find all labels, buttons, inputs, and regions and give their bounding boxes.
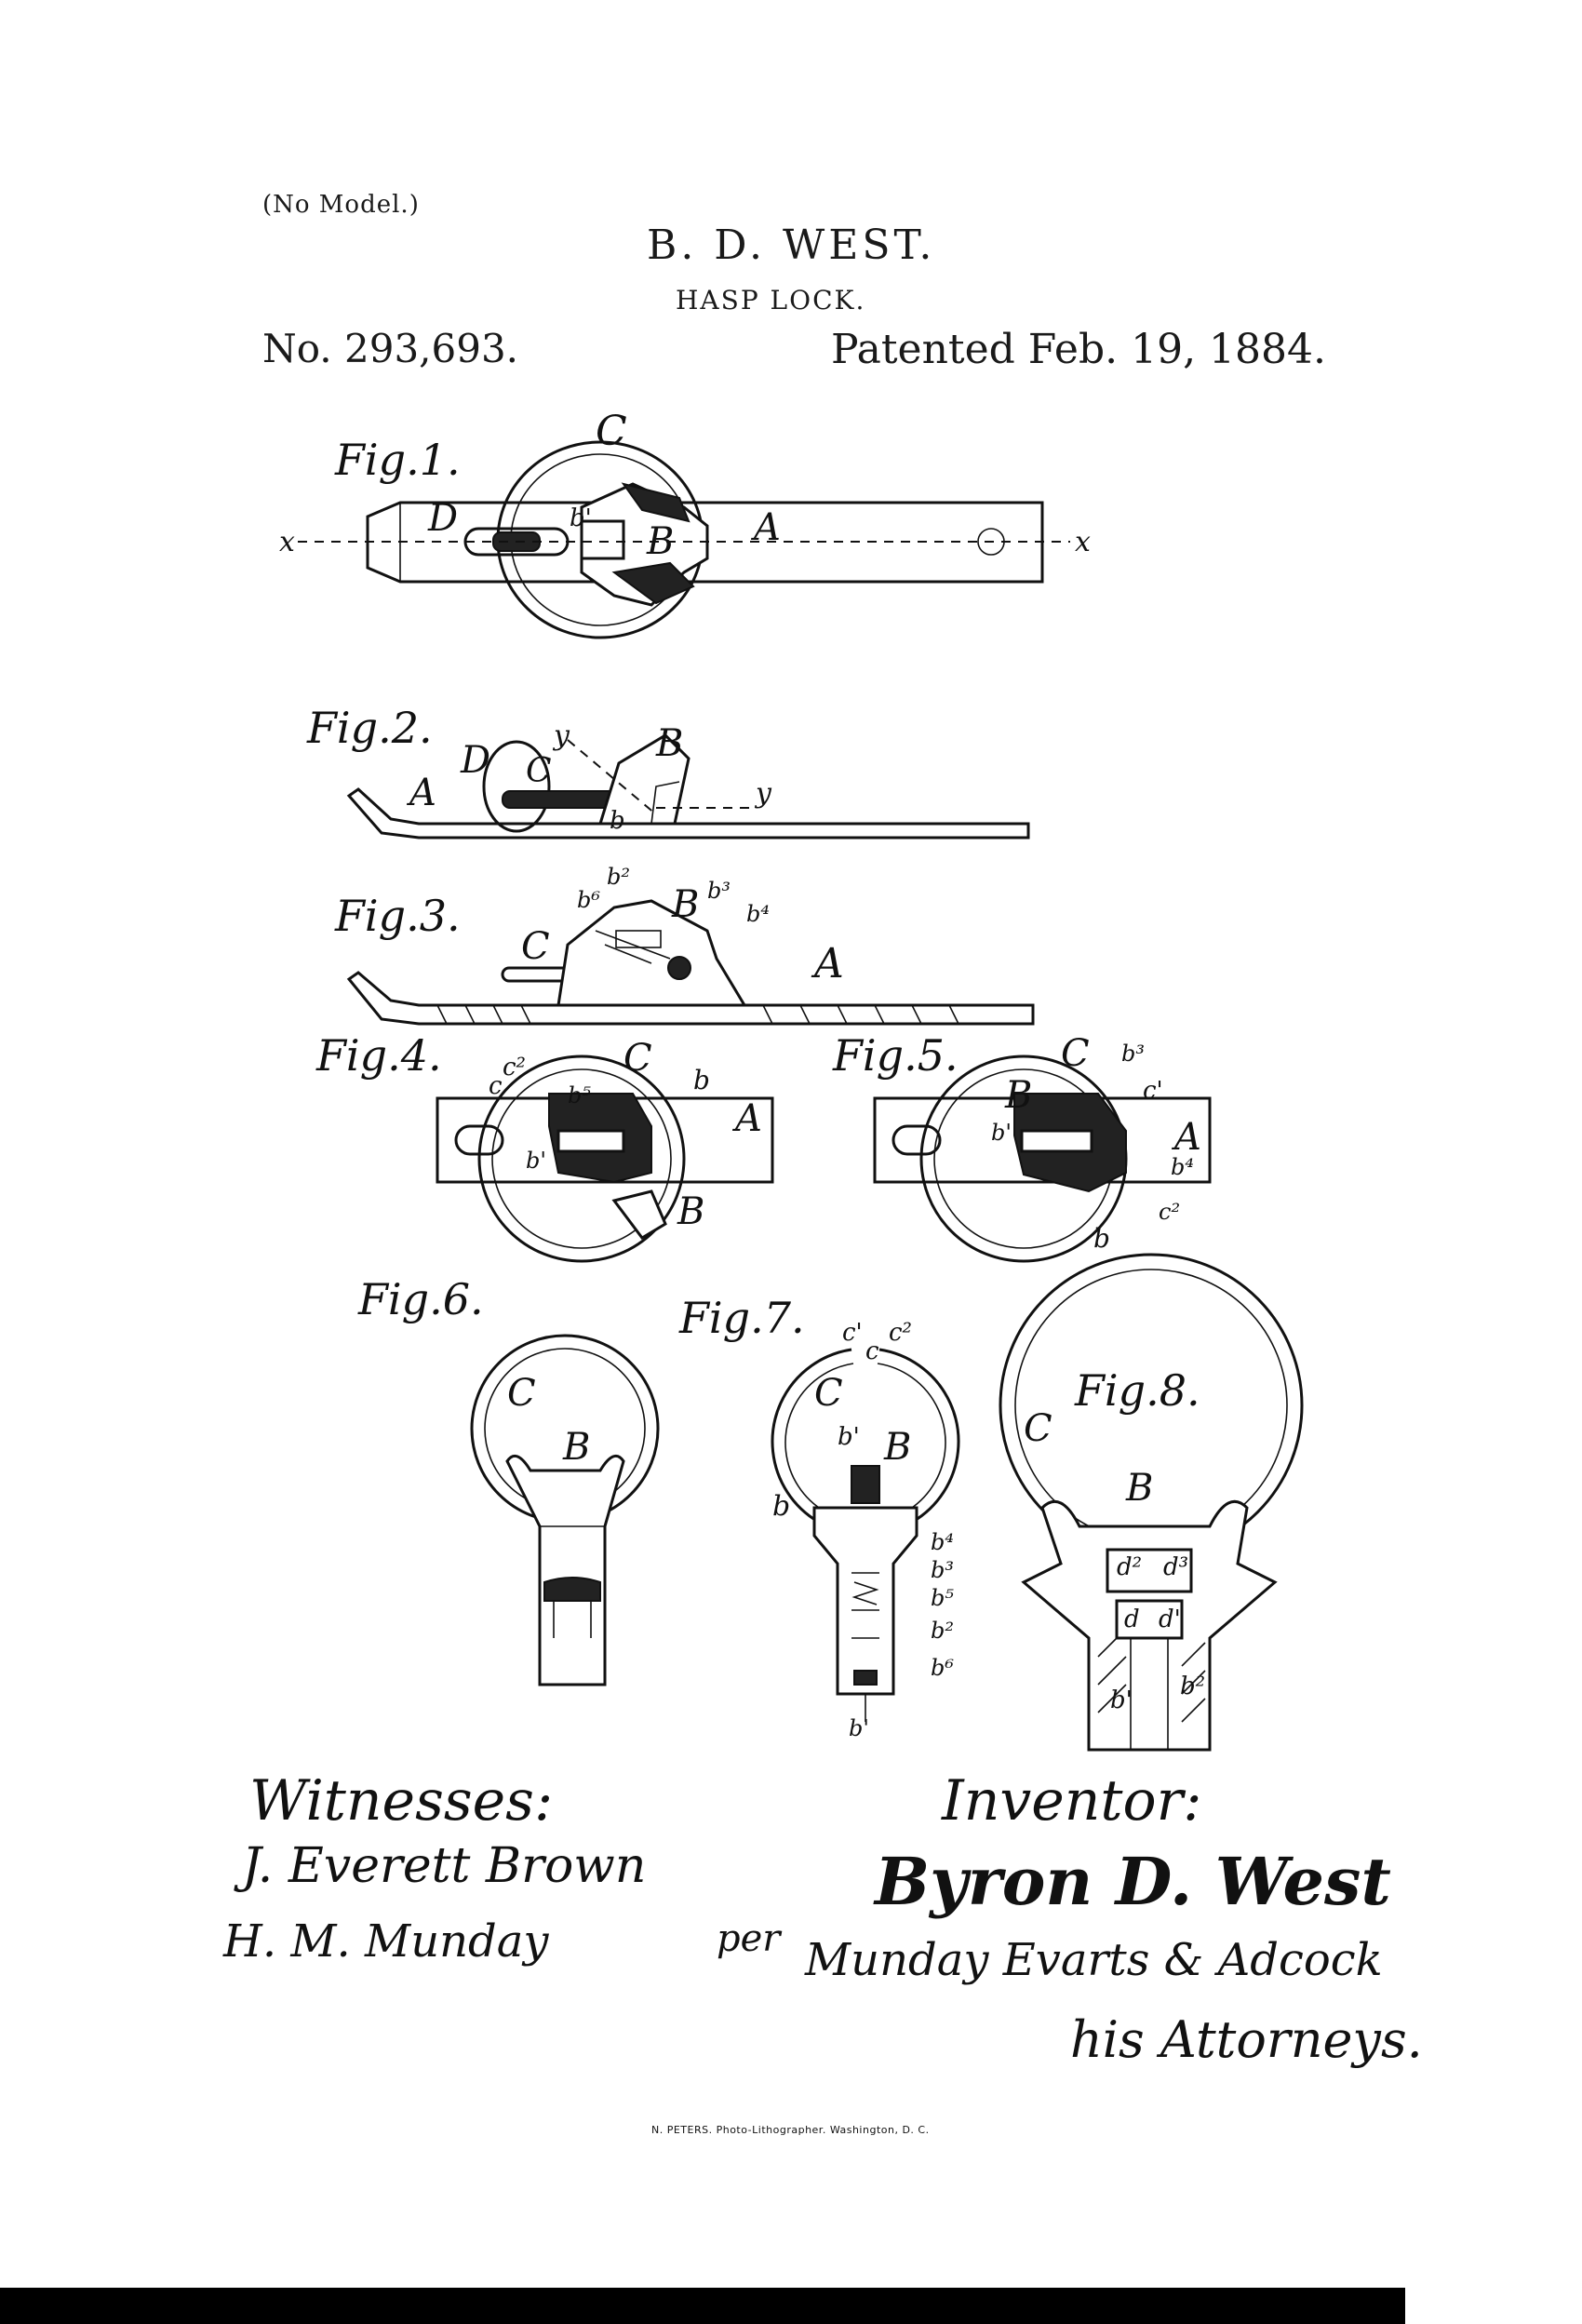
- label-b2: b²: [607, 864, 630, 890]
- figure-5: Fig.5. C b³ B c' b' A b⁴ c² b: [832, 1030, 1212, 1263]
- label-b1: b': [838, 1423, 860, 1451]
- label-B: B: [562, 1426, 590, 1469]
- label-C: C: [1024, 1407, 1052, 1450]
- label-c2: c²: [503, 1054, 526, 1081]
- figure-5-label: Fig.5.: [832, 1030, 959, 1081]
- figure-7: Fig.7. c' c c² C b' B b b⁴ b³ b⁵ b² b⁶ b…: [678, 1293, 960, 1741]
- printer-credit: N. PETERS. Photo-Lithographer. Washingto…: [651, 2124, 930, 2136]
- label-b3: b³: [931, 1557, 954, 1583]
- label-A: A: [731, 1097, 762, 1140]
- label-b1: b': [1110, 1686, 1133, 1714]
- figure-8-label: Fig.8.: [1074, 1365, 1200, 1416]
- label-c: c: [489, 1072, 503, 1100]
- label-b: b: [772, 1490, 790, 1523]
- label-c1: c': [1143, 1077, 1163, 1105]
- label-C: C: [507, 1372, 536, 1415]
- figure-4: Fig.4. c² c C b⁵ b A b' B: [315, 1030, 774, 1263]
- label-A: A: [750, 506, 781, 549]
- label-b1: b': [526, 1148, 546, 1174]
- figure-3-label: Fig.3.: [334, 891, 461, 941]
- label-b: b: [1093, 1223, 1110, 1254]
- figure-3: Fig.3. C b⁶ b² B b³ b⁴ A: [334, 864, 1035, 1026]
- label-d2: d²: [1117, 1553, 1142, 1581]
- figure-2-label: Fig.2.: [306, 703, 433, 753]
- label-b6: b⁶: [931, 1655, 954, 1681]
- label-b1: b': [570, 504, 592, 532]
- figure-6: Fig.6. C B: [357, 1274, 660, 1686]
- inventor-signature: Byron D. West: [875, 1843, 1391, 1920]
- label-B: B: [655, 722, 683, 765]
- label-b5: b⁵: [568, 1082, 591, 1108]
- label-D: D: [460, 739, 490, 782]
- label-b3: b³: [1121, 1041, 1145, 1067]
- label-C: C: [596, 408, 627, 455]
- scan-border: [0, 2288, 1405, 2324]
- inventor-label: Inventor:: [942, 1768, 1202, 1834]
- figure-6-label: Fig.6.: [357, 1274, 484, 1324]
- figure-7-label: Fig.7.: [678, 1293, 805, 1343]
- patent-date: Patented Feb. 19, 1884.: [831, 326, 1327, 373]
- label-b4: b⁴: [746, 901, 770, 927]
- label-b1: b': [991, 1120, 1012, 1146]
- label-c1: c': [842, 1319, 863, 1347]
- label-B: B: [1125, 1467, 1153, 1510]
- figure-2: Fig.2. A D C y B b y: [306, 703, 1030, 840]
- inventor-name: B. D. WEST.: [647, 222, 936, 269]
- label-B: B: [671, 883, 699, 926]
- figure-8: Fig.8. C B d² d³ d d' b' b²: [999, 1253, 1304, 1752]
- label-b4: b⁴: [1171, 1154, 1194, 1180]
- label-b3: b³: [707, 878, 731, 904]
- label-A: A: [1171, 1116, 1201, 1159]
- label-d1: d': [1159, 1605, 1181, 1633]
- figure-1-label: Fig.1.: [334, 435, 461, 485]
- label-c2: c²: [1159, 1199, 1180, 1225]
- label-B: B: [883, 1426, 911, 1469]
- label-c2: c²: [889, 1319, 912, 1347]
- label-C: C: [521, 925, 550, 968]
- label-C: C: [526, 752, 552, 790]
- label-B: B: [646, 520, 674, 563]
- label-x-left: x: [279, 526, 295, 558]
- label-A: A: [406, 772, 436, 814]
- label-B: B: [1004, 1074, 1032, 1117]
- label-y-right: y: [754, 777, 772, 810]
- witness-signature-1: J. Everett Brown: [242, 1838, 647, 1894]
- label-d3: d³: [1163, 1553, 1188, 1581]
- label-b4: b⁴: [931, 1529, 954, 1555]
- figure-4-label: Fig.4.: [315, 1030, 442, 1081]
- invention-title: HASP LOCK.: [676, 285, 866, 316]
- label-b1-bottom: b': [849, 1715, 869, 1741]
- witness-signature-2: H. M. Munday: [223, 1915, 549, 1968]
- label-b: b: [693, 1065, 710, 1095]
- label-b2: b²: [931, 1618, 954, 1644]
- label-d: d: [1124, 1605, 1140, 1633]
- per-label: per: [717, 1917, 781, 1960]
- label-D: D: [427, 497, 458, 540]
- label-A: A: [811, 940, 844, 987]
- label-b6: b⁶: [577, 887, 600, 913]
- label-x-right: x: [1075, 526, 1091, 558]
- label-C: C: [623, 1037, 652, 1080]
- label-b2: b²: [1180, 1672, 1205, 1700]
- label-C: C: [814, 1372, 843, 1415]
- label-B: B: [677, 1190, 704, 1233]
- figure-1: Fig.1. x x C D b' B A: [279, 408, 1091, 639]
- label-y-top: y: [552, 719, 570, 752]
- attorneys-label: his Attorneys.: [1070, 2010, 1423, 2069]
- witnesses-label: Witnesses:: [249, 1768, 554, 1834]
- attorney-signature: Munday Evarts & Adcock: [805, 1934, 1383, 1986]
- label-b5: b⁵: [931, 1585, 954, 1611]
- label-C: C: [1061, 1032, 1090, 1075]
- label-b: b: [610, 807, 625, 835]
- model-note: (No Model.): [262, 191, 420, 219]
- label-c: c: [865, 1337, 879, 1365]
- patent-number: No. 293,693.: [262, 326, 519, 371]
